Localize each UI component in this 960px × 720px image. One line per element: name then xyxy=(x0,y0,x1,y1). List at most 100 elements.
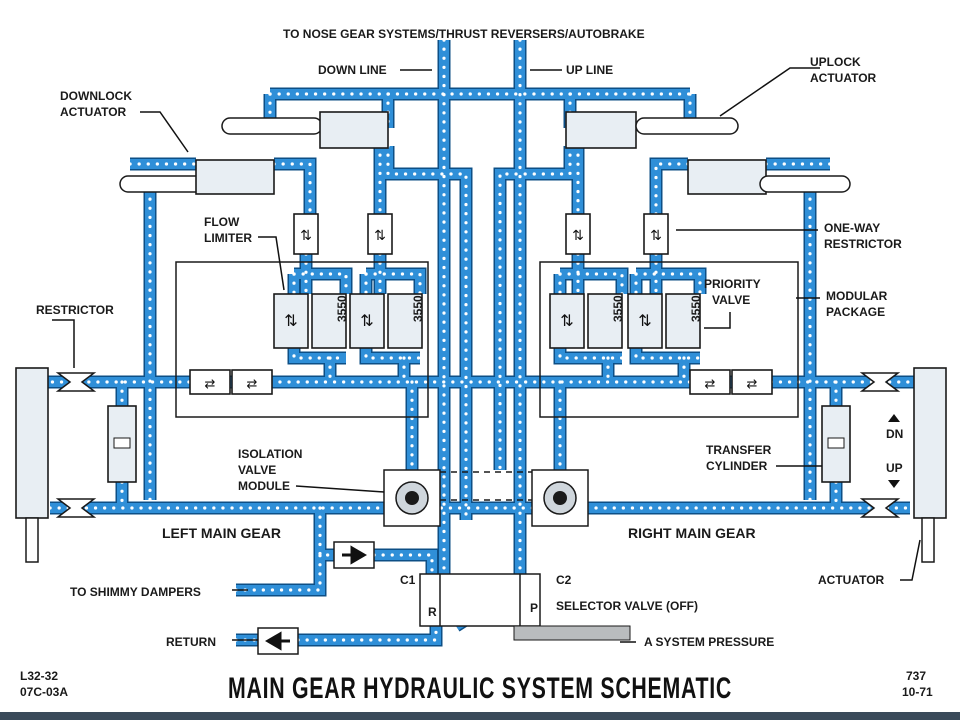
svg-text:⇅: ⇅ xyxy=(650,228,662,244)
svg-text:⇅: ⇅ xyxy=(360,311,373,330)
left-modular-package xyxy=(175,261,429,418)
restrictor-right-lower xyxy=(859,498,901,518)
downlock-label-2: ACTUATOR xyxy=(60,105,127,119)
modular-package-label-1: MODULAR xyxy=(826,289,888,303)
actuator-label: ACTUATOR xyxy=(818,573,885,587)
valve-rating-label: 3550 xyxy=(335,295,349,322)
priority-valve-right-1: ⇅ 3550 xyxy=(549,293,625,349)
flow-limiter-label-1: FLOW xyxy=(204,215,240,229)
transfer-cylinder-label-2: CYLINDER xyxy=(706,459,768,473)
pipe-dots xyxy=(234,553,322,592)
hydraulic-pipe xyxy=(315,508,334,560)
pipe-dots xyxy=(498,144,572,472)
flow-limiter-left-b: ⇅ xyxy=(367,213,393,255)
c1-port-label: C1 xyxy=(400,573,416,587)
check-valve-left: ⇄ ⇄ xyxy=(189,369,273,395)
pipe-dots xyxy=(272,162,312,216)
check-valve-right: ⇄ ⇄ xyxy=(689,369,773,395)
right-modular-package xyxy=(539,261,799,418)
return-label: RETURN xyxy=(166,635,216,649)
isolation-label-2: VALVE xyxy=(238,463,276,477)
hydraulic-lines xyxy=(14,38,948,647)
right-main-gear-label: RIGHT MAIN GEAR xyxy=(628,525,756,541)
hydraulic-pipe xyxy=(560,269,627,294)
leader-lines xyxy=(52,67,921,643)
right-downlock-actuator xyxy=(687,159,851,195)
return-arrow-box xyxy=(257,627,299,655)
svg-text:⇄: ⇄ xyxy=(705,377,716,392)
up-label: UP xyxy=(886,461,903,475)
hydraulic-pipe xyxy=(298,626,441,645)
isolation-valve-left xyxy=(383,469,441,527)
reference-code-2: 07C-03A xyxy=(20,685,68,699)
pipe-dots xyxy=(296,624,438,642)
svg-text:⇅: ⇅ xyxy=(284,311,297,330)
isolation-label-3: MODULE xyxy=(238,479,290,493)
valve-rating-label: 3550 xyxy=(689,295,703,322)
to-shimmy-dampers-label: TO SHIMMY DAMPERS xyxy=(70,585,201,599)
svg-text:⇅: ⇅ xyxy=(374,228,386,244)
selector-valve xyxy=(419,573,541,627)
pipe-dots xyxy=(634,272,702,296)
svg-text:⇅: ⇅ xyxy=(572,228,584,244)
pipe-dots xyxy=(292,272,348,296)
dn-arrow-icon xyxy=(888,414,900,422)
left-downlock-actuator xyxy=(119,159,275,195)
valve-rating-label: 3550 xyxy=(611,295,625,322)
c2-port-label: C2 xyxy=(556,573,572,587)
priority-valve-right-2: ⇅ 3550 xyxy=(627,293,703,349)
r-port-label: R xyxy=(428,605,437,619)
diagram-title: MAIN GEAR HYDRAULIC SYSTEM SCHEMATIC xyxy=(228,672,732,705)
down-line-label: DOWN LINE xyxy=(318,63,387,77)
transfer-cylinder-label-1: TRANSFER xyxy=(706,443,772,457)
restrictor-label: RESTRICTOR xyxy=(36,303,114,317)
hydraulic-pipe xyxy=(374,550,437,574)
bottom-border-strip xyxy=(0,712,960,720)
left-transfer-cylinder xyxy=(107,405,137,483)
right-uplock-actuator xyxy=(565,111,739,149)
a-system-pressure-line xyxy=(513,625,631,641)
one-way-label-1: ONE-WAY xyxy=(824,221,880,235)
one-way-restrictor-right-a: ⇅ xyxy=(565,213,591,255)
a-system-pressure-label: A SYSTEM PRESSURE xyxy=(644,635,774,649)
svg-text:⇅: ⇅ xyxy=(560,311,573,330)
supply-arrow-box xyxy=(333,541,375,569)
left-main-gear-actuator xyxy=(15,367,49,563)
pipe-outline xyxy=(274,157,317,214)
hydraulic-pipe xyxy=(651,159,688,214)
priority-valve-label-2: VALVE xyxy=(712,293,750,307)
restrictor-right-upper xyxy=(859,372,901,392)
pipe-dots xyxy=(654,162,690,216)
uplock-label-2: ACTUATOR xyxy=(810,71,877,85)
pipe-dots xyxy=(372,553,434,576)
aircraft-model: 737 xyxy=(906,669,926,683)
uplock-label-1: UPLOCK xyxy=(810,55,861,69)
pipe-dots xyxy=(364,272,422,296)
flow-limiter-left-a: ⇅ xyxy=(293,213,319,255)
hydraulic-pipe xyxy=(636,269,705,294)
valve-rating-label: 3550 xyxy=(411,295,425,322)
flow-limiter-label-2: LIMITER xyxy=(204,231,252,245)
one-way-restrictor-right-b: ⇅ xyxy=(643,213,669,255)
priority-valve-left-1: ⇅ 3550 xyxy=(273,293,349,349)
reference-code-1: L32-32 xyxy=(20,669,58,683)
svg-text:⇄: ⇄ xyxy=(247,377,258,392)
pipe-outline xyxy=(236,555,327,597)
svg-text:⇄: ⇄ xyxy=(747,377,758,392)
isolation-label-1: ISOLATION xyxy=(238,447,302,461)
up-arrow-icon xyxy=(888,480,900,488)
priority-valve-left-2: ⇅ 3550 xyxy=(349,293,425,349)
svg-text:⇅: ⇅ xyxy=(300,228,312,244)
left-main-gear-label: LEFT MAIN GEAR xyxy=(162,525,281,541)
right-transfer-cylinder xyxy=(821,405,851,483)
right-main-gear-actuator xyxy=(913,367,947,563)
dn-label: DN xyxy=(886,427,903,441)
modular-package-label-2: PACKAGE xyxy=(826,305,885,319)
downlock-label-1: DOWNLOCK xyxy=(60,89,132,103)
top-destination-label: TO NOSE GEAR SYSTEMS/THRUST REVERSERS/AU… xyxy=(283,27,645,41)
one-way-label-2: RESTRICTOR xyxy=(824,237,902,251)
restrictor-left-upper xyxy=(55,372,97,392)
hydraulic-pipe xyxy=(383,146,471,520)
revision-date: 10-71 xyxy=(902,685,933,699)
